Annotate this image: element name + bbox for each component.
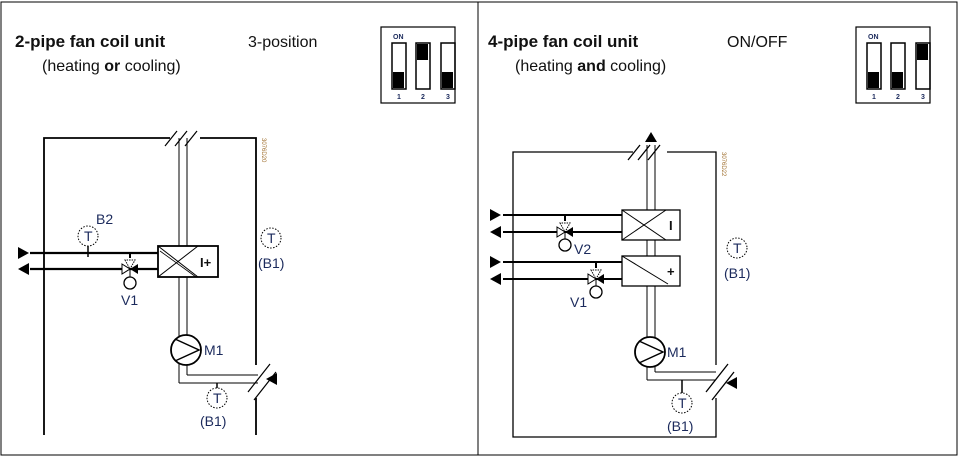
return-arrow — [18, 263, 29, 275]
heating-supply-arrow — [490, 256, 501, 268]
right-title: 4-pipe fan coil unit — [488, 32, 639, 51]
svg-text:V1: V1 — [570, 294, 587, 310]
air-inlet-arrow-right — [726, 377, 737, 389]
svg-text:2: 2 — [421, 94, 425, 101]
left-subtitle: (heating or cooling) — [42, 58, 181, 75]
valve-v1-right: V1 — [570, 262, 604, 310]
drawing-code-right: 3076D22 — [720, 152, 726, 177]
cooling-supply-arrow — [490, 209, 501, 221]
sensor-b1-return-right: T (B1) — [667, 380, 693, 434]
valve-v1-left: V1 — [121, 253, 138, 308]
svg-text:ON: ON — [868, 34, 879, 41]
svg-text:I+: I+ — [200, 255, 212, 270]
svg-text:+: + — [667, 264, 675, 279]
svg-text:3: 3 — [446, 94, 450, 101]
svg-text:(B1): (B1) — [667, 418, 693, 434]
left-title: 2-pipe fan coil unit — [15, 32, 166, 51]
housing-left — [43, 130, 277, 435]
right-subtitle: (heating and cooling) — [515, 58, 666, 75]
sensor-b1-return-left: T (B1) — [200, 383, 228, 429]
svg-text:M1: M1 — [204, 342, 224, 358]
svg-text:V1: V1 — [121, 292, 138, 308]
svg-text:B2: B2 — [96, 211, 113, 227]
svg-text:V2: V2 — [574, 241, 591, 257]
svg-text:T: T — [733, 240, 742, 256]
dip-switch-left: ON 1 2 3 — [380, 26, 456, 104]
svg-text:ON: ON — [393, 34, 404, 41]
coil-left: I+ — [157, 245, 219, 278]
svg-text:1: 1 — [872, 94, 876, 101]
svg-text:(B1): (B1) — [258, 255, 284, 271]
drawing-code-left: 3076D20 — [260, 138, 266, 163]
cooling-return-arrow — [490, 226, 501, 238]
sensor-b2: T B2 — [77, 211, 113, 257]
svg-text:3: 3 — [921, 94, 925, 101]
air-duct-left — [178, 138, 258, 384]
svg-text:I: I — [669, 218, 673, 233]
svg-text:T: T — [267, 230, 276, 246]
air-outlet-arrow — [645, 132, 657, 142]
valve-v2: V2 — [556, 215, 591, 257]
sensor-b1-room-right: T (B1) — [724, 237, 750, 281]
fan-m1-left: M1 — [170, 334, 224, 366]
svg-text:T: T — [84, 228, 93, 244]
coil-heating: + — [621, 255, 681, 287]
svg-text:(B1): (B1) — [724, 265, 750, 281]
sensor-b1-room-left: T (B1) — [258, 227, 284, 271]
left-mode: 3-position — [248, 34, 317, 51]
svg-text:1: 1 — [397, 94, 401, 101]
fan-m1-right: M1 — [634, 336, 687, 368]
coil-cooling: I — [621, 209, 681, 241]
right-panel: 4-pipe fan coil unit (heating and coolin… — [488, 26, 931, 438]
svg-text:2: 2 — [896, 94, 900, 101]
left-panel: 2-pipe fan coil unit (heating or cooling… — [15, 26, 456, 435]
svg-text:M1: M1 — [667, 344, 687, 360]
housing-right — [512, 144, 735, 438]
dip-switch-right: ON 1 2 3 — [855, 26, 931, 104]
svg-text:T: T — [678, 395, 687, 411]
svg-text:(B1): (B1) — [200, 413, 226, 429]
svg-text:T: T — [213, 390, 222, 406]
heating-return-arrow — [490, 273, 501, 285]
right-mode: ON/OFF — [727, 34, 788, 51]
supply-arrow — [18, 247, 29, 259]
